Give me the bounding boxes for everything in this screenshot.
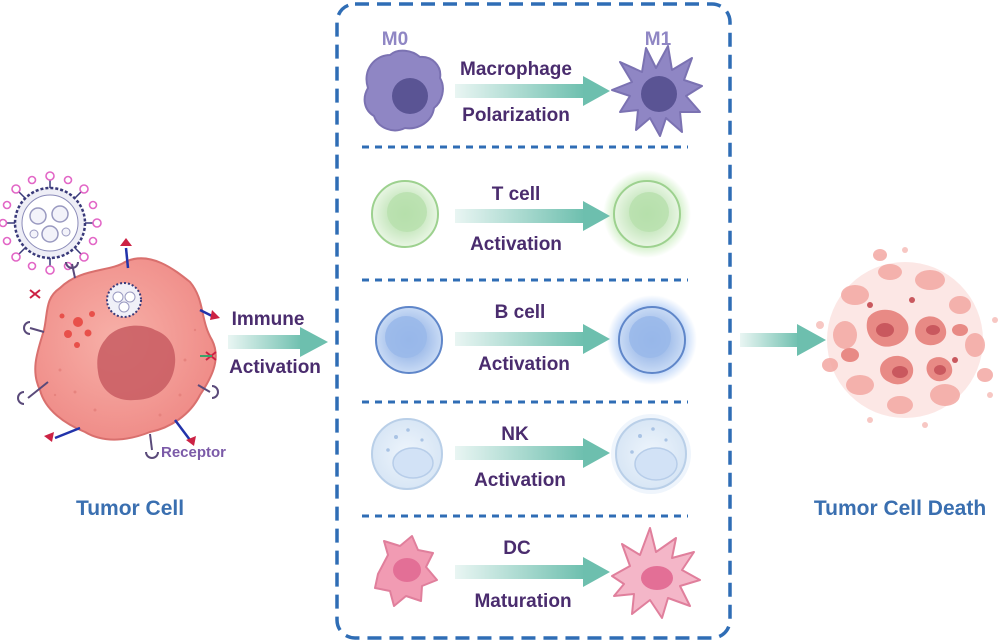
b-cell-after-icon — [607, 295, 697, 385]
b-cell-before-icon — [375, 306, 443, 374]
immune-activation-line1: Immune — [232, 309, 305, 330]
tumor-cell-icon — [34, 257, 217, 441]
m1-label: M1 — [645, 29, 672, 50]
t-cell-arrow — [455, 201, 610, 231]
t-cell-label-line2: Activation — [470, 234, 562, 255]
dendritic-cell-after-icon — [611, 527, 701, 619]
b-cell-arrow — [455, 324, 610, 354]
t-cell-after-icon — [603, 170, 691, 258]
t-cell-label-line1: T cell — [492, 184, 541, 205]
bound-receptor-icons — [29, 238, 220, 446]
dc-arrow — [455, 557, 610, 587]
macrophage-label-line1: Macrophage — [460, 59, 572, 80]
immune-activation-arrow — [228, 327, 328, 357]
b-cell-label-line2: Activation — [478, 354, 570, 375]
receptor-icon — [17, 261, 219, 459]
nk-label-line1: NK — [501, 424, 529, 445]
immune-activation-line2: Activation — [229, 357, 321, 378]
dendritic-cell-before-icon — [374, 535, 438, 607]
dc-label-line1: DC — [503, 538, 531, 559]
nk-cell-after-icon — [611, 414, 691, 494]
m0-label: M0 — [382, 29, 408, 50]
nk-cell-before-icon — [371, 418, 443, 490]
macrophage-label-line2: Polarization — [462, 105, 570, 126]
dc-label-line2: Maturation — [474, 591, 571, 612]
macrophage-m0-icon — [363, 49, 444, 132]
macrophage-arrow — [455, 76, 610, 106]
b-cell-label-line1: B cell — [495, 302, 546, 323]
macrophage-m1-icon — [611, 45, 703, 137]
t-cell-before-icon — [371, 180, 439, 248]
nk-label-line2: Activation — [474, 470, 566, 491]
nanoparticle-icon — [0, 171, 102, 275]
cell-panel-border — [335, 2, 732, 640]
tumor-cell-death-caption: Tumor Cell Death — [814, 497, 986, 520]
receptor-label: Receptor — [161, 444, 226, 461]
dead-tumor-cell-icon — [816, 247, 998, 428]
panel-separators — [362, 145, 688, 518]
output-arrow — [740, 324, 826, 356]
nk-arrow — [455, 438, 610, 468]
tumor-cell-caption: Tumor Cell — [76, 497, 184, 520]
